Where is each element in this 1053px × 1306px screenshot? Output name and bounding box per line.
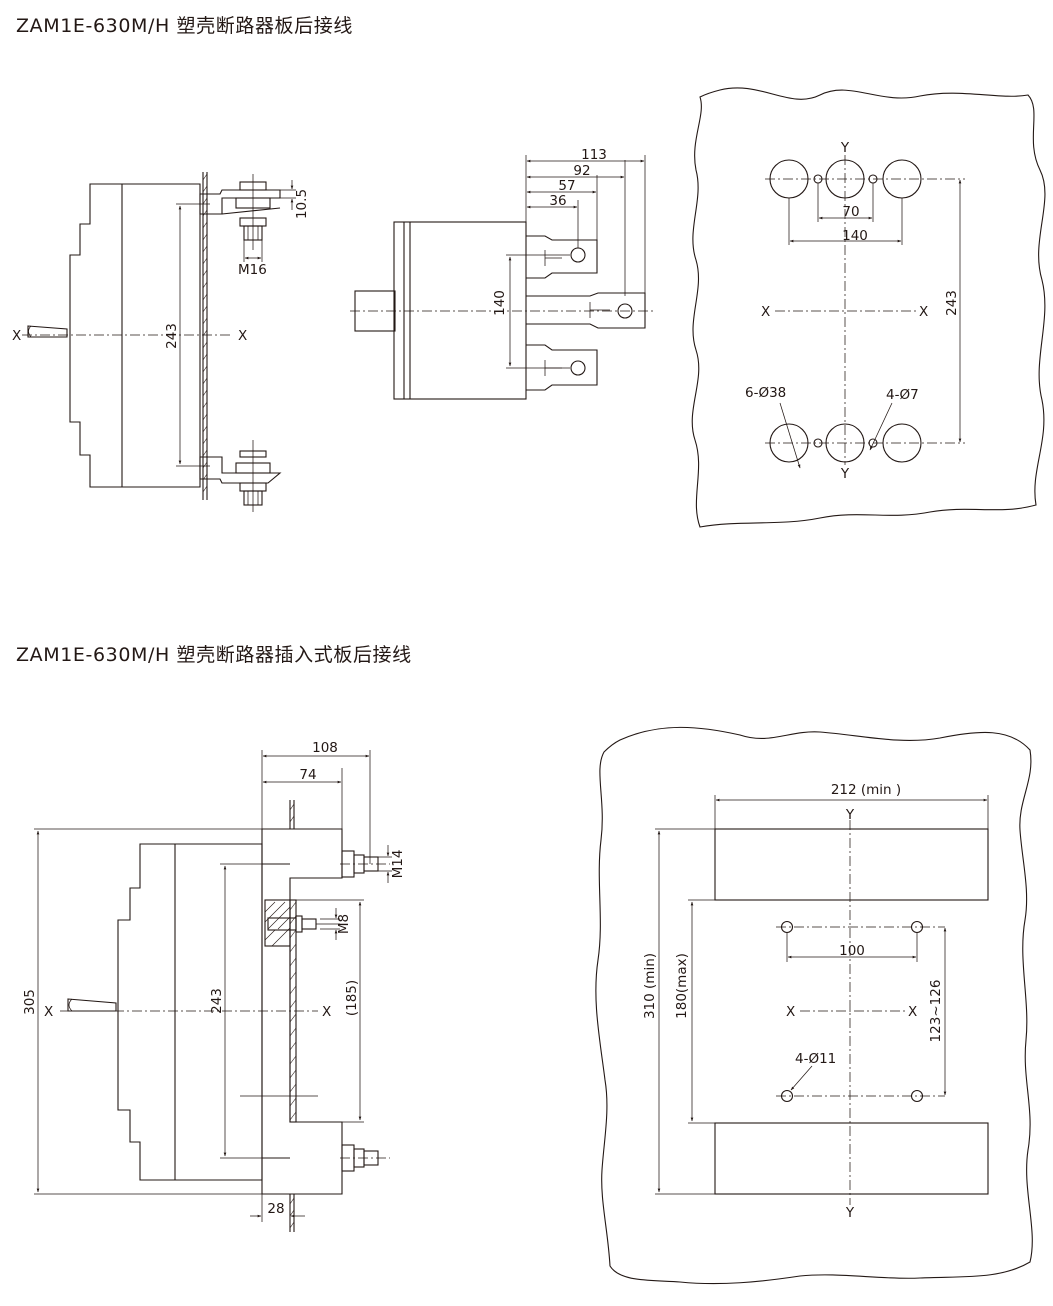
top-side-x-left: X: [12, 328, 21, 344]
bottom-cutout-dim-180: 180(max): [674, 953, 690, 1019]
top-cutout-x-left: X: [761, 304, 770, 320]
bottom-side-dim-305: 305: [22, 989, 38, 1015]
bottom-cutout-dim-310: 310 (min): [642, 953, 658, 1019]
bottom-side-dim-28: 28: [267, 1201, 284, 1217]
top-side-dim-m16: M16: [238, 262, 267, 278]
top-terminal-dim-140: 140: [492, 290, 508, 316]
heading-plugin-rear-wiring: ZAM1E-630M/H 塑壳断路器插入式板后接线: [16, 644, 412, 666]
top-terminal-dim-36: 36: [549, 193, 566, 209]
top-cutout-label-6-38: 6-Ø38: [745, 385, 786, 401]
top-cutout-x-right: X: [919, 304, 928, 320]
bottom-side-dim-108: 108: [312, 740, 338, 756]
top-side-view: X X 243 M16 10.5: [12, 172, 310, 512]
top-terminal-dim-57: 57: [558, 178, 575, 194]
top-terminal-dim-113: 113: [581, 147, 607, 163]
bottom-side-dim-m14: M14: [390, 850, 406, 879]
bottom-side-x-right: X: [322, 1004, 331, 1020]
bottom-side-dim-74: 74: [299, 767, 316, 783]
bottom-side-dim-m8: M8: [336, 914, 352, 934]
bottom-cutout-x-left: X: [786, 1004, 795, 1020]
bottom-cutout-dim-100: 100: [839, 943, 865, 959]
bottom-cutout-dim-123-126: 123~126: [928, 980, 944, 1043]
top-cutout-y-bottom: Y: [840, 466, 850, 482]
bottom-side-view: 108 74 M14 M8 305 243 (185) 28 X X: [22, 740, 406, 1232]
bottom-panel-cutout: 212 (min ) Y Y 310 (min) 180(max) 100 X …: [595, 726, 1033, 1285]
heading-board-rear-wiring: ZAM1E-630M/H 塑壳断路器板后接线: [16, 15, 353, 37]
bottom-cutout-label-4-11: 4-Ø11: [795, 1051, 836, 1067]
top-terminal-view: 113 92 57 36 140: [350, 147, 655, 400]
bottom-cutout-y-top: Y: [845, 807, 855, 823]
top-side-dim-243: 243: [164, 323, 180, 349]
bottom-side-dim-185: (185): [344, 980, 360, 1016]
bottom-cutout-dim-212: 212 (min ): [831, 782, 901, 798]
top-panel-cutout: Y Y X X 70 140 243 6-Ø38 4-Ø7: [691, 87, 1046, 528]
top-side-dim-10-5: 10.5: [294, 189, 310, 219]
top-cutout-label-4-7: 4-Ø7: [886, 387, 919, 403]
top-cutout-dim-70: 70: [842, 204, 859, 220]
bottom-side-x-left: X: [44, 1004, 53, 1020]
bottom-side-dim-243: 243: [209, 988, 225, 1014]
top-cutout-y-top: Y: [840, 140, 850, 156]
bottom-cutout-y-bottom: Y: [845, 1205, 855, 1221]
top-cutout-dim-140: 140: [842, 228, 868, 244]
bottom-cutout-x-right: X: [908, 1004, 917, 1020]
top-side-x-right: X: [238, 328, 247, 344]
top-cutout-dim-243: 243: [944, 290, 960, 316]
top-terminal-dim-92: 92: [573, 163, 590, 179]
